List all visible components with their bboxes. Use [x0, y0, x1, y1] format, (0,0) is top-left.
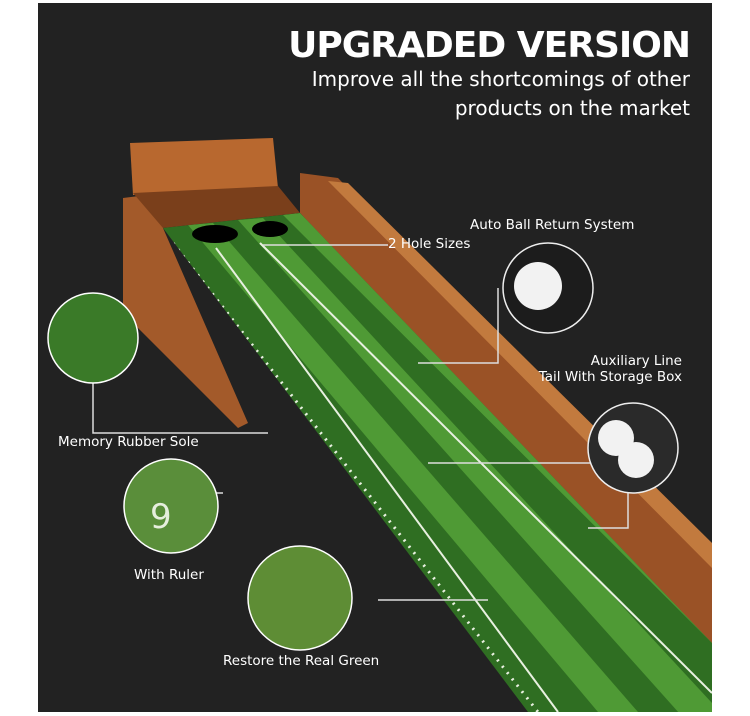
putting-mat-illustration: 9 [47, 138, 712, 712]
headline: UPGRADED VERSION [288, 25, 691, 66]
hole-small [252, 221, 288, 237]
callout-ruler [123, 458, 219, 554]
turf-stripes [171, 213, 712, 712]
hole-large [192, 225, 238, 243]
ball-return-box-back [130, 138, 278, 195]
ball-return-box-floor [133, 186, 300, 228]
subheadline-line-2: products on the market [454, 96, 690, 120]
label-hole-sizes: 2 Hole Sizes [388, 236, 471, 252]
golf-ball [618, 442, 654, 478]
label-aux-line-2: Tail With Storage Box [538, 369, 682, 385]
subheadline: Improve all the shortcomings of other pr… [312, 65, 690, 123]
callout-rubber-sole [47, 292, 139, 384]
subheadline-line-1: Improve all the shortcomings of other [311, 67, 690, 91]
label-real-green: Restore the Real Green [223, 653, 380, 669]
ball-return-box [123, 193, 248, 428]
label-ruler: With Ruler [134, 567, 204, 583]
label-aux-line: Auxiliary Line Tail With Storage Box [539, 353, 682, 385]
label-auto-return: Auto Ball Return System [470, 217, 635, 233]
label-rubber-sole: Memory Rubber Sole [58, 434, 199, 450]
product-image-panel: 9 UPGRADED VERSION Improve all the short… [38, 3, 712, 712]
callout-real-green [247, 545, 353, 651]
callout-leader-lines [92, 244, 638, 601]
wood-rail [300, 173, 712, 653]
label-aux-line-1: Auxiliary Line [590, 353, 682, 369]
golf-ball [514, 262, 562, 310]
ruler-mark: 9 [150, 497, 172, 537]
